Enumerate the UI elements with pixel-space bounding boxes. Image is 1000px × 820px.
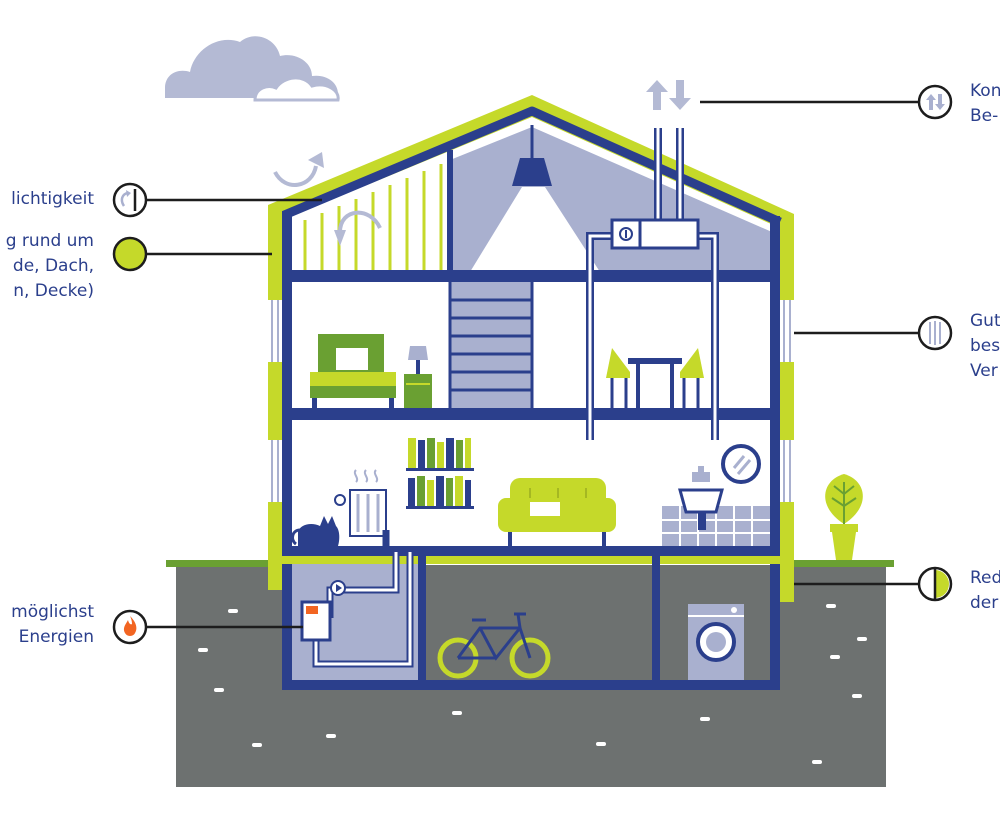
label-line: de, Dach, [12, 256, 94, 276]
cat-icon [291, 516, 340, 546]
dining-table-icon [606, 348, 704, 408]
label-insulation: g rund um de, Dach, n, Decke) [6, 229, 94, 304]
cloud-icon [165, 36, 340, 102]
mirror-icon [721, 444, 761, 484]
sink-icon [678, 466, 724, 530]
label-line: Gut [970, 311, 1000, 331]
window-glazing-icon [917, 315, 953, 351]
half-circle-icon [917, 566, 953, 602]
label-line: g rund um [5, 231, 94, 251]
door-seal-icon [112, 182, 148, 218]
label-line: Energien [18, 627, 94, 647]
label-windows: Gut bes Ver [970, 309, 1000, 384]
label-airtightness: lichtigkeit [11, 187, 94, 212]
ventilation-unit [610, 218, 700, 250]
label-line: n, Decke) [13, 281, 94, 301]
label-line: bes [970, 336, 1000, 356]
air-exchange-arrows [646, 80, 691, 110]
label-line: lichtigkeit [11, 189, 94, 209]
insulation-dot-icon [112, 236, 148, 272]
label-line: Red [970, 568, 1000, 588]
airflow-arrow-outer [273, 165, 318, 187]
label-line: Kon [970, 81, 1000, 101]
sofa-icon [498, 478, 616, 546]
label-line: möglichst [11, 602, 94, 622]
potted-plant-icon [825, 474, 863, 560]
bed-icon [310, 334, 396, 408]
ceiling-lamp-icon [512, 125, 552, 186]
bicycle-icon [437, 612, 551, 679]
air-exchange-arrows-icon [917, 84, 953, 120]
label-ventilation: Kon Be- [970, 79, 1000, 129]
flame-icon [112, 609, 148, 645]
label-line: Ver [970, 361, 998, 381]
label-thermal-bridges: Red der [970, 566, 1000, 616]
washing-machine-icon [688, 604, 744, 680]
attic-insulation-stripes [303, 164, 443, 270]
label-line: der [970, 593, 999, 613]
staircase [448, 282, 534, 408]
bedside-lamp-icon [404, 346, 432, 408]
bookshelf-icon [406, 438, 474, 509]
boiler-icon [300, 580, 346, 642]
airflow-arrow-inner [338, 210, 382, 233]
radiator-icon [334, 469, 387, 537]
label-renewable-energy: möglichst Energien [11, 600, 94, 650]
label-line: Be- [970, 106, 999, 126]
